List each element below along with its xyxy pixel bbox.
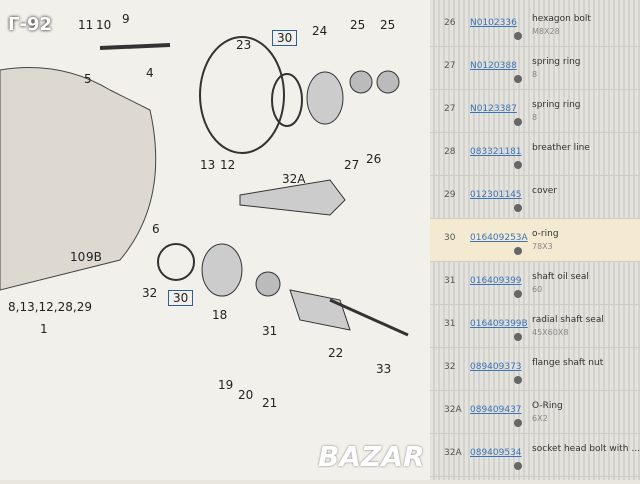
position-number: 30 (444, 233, 456, 243)
part-description: hexagon bolt (532, 14, 591, 24)
callout-label: 30 (272, 30, 298, 46)
table-row: 28 083321181 breather line (430, 133, 640, 176)
position-number: 32 (444, 362, 456, 372)
camera-icon[interactable] (514, 419, 522, 427)
callout-label: 25 (350, 18, 366, 32)
position-number: 31 (444, 319, 456, 329)
position-number: 27 (444, 104, 456, 114)
callout-label: 13 (200, 158, 216, 172)
camera-icon[interactable] (514, 333, 522, 341)
camera-icon[interactable] (514, 75, 522, 83)
camera-icon[interactable] (514, 161, 522, 169)
part-description: socket head bolt with ... (532, 444, 640, 454)
part-number-link[interactable]: 089409437 (470, 405, 522, 415)
callout-label: 32A (282, 172, 306, 186)
part-spec: 45X60X8 (532, 328, 569, 337)
camera-icon[interactable] (514, 290, 522, 298)
part-number-link[interactable]: 012301145 (470, 190, 522, 200)
table-row: 31 016409399 shaft oil seal 60 (430, 262, 640, 305)
callout-label: 11 (78, 18, 94, 32)
part-number-link[interactable]: 089409534 (470, 448, 522, 458)
part-description: radial shaft seal (532, 315, 604, 325)
part-number-link[interactable]: 016409253A (470, 233, 528, 243)
callout-label: 25 (380, 18, 396, 32)
callout-label: 9 (122, 12, 130, 26)
table-row: 32A 089409534 socket head bolt with ... (430, 434, 640, 477)
callout-label: 6 (152, 222, 160, 236)
part-number-link[interactable]: 016409399 (470, 276, 522, 286)
camera-icon[interactable] (514, 204, 522, 212)
position-number: 28 (444, 147, 456, 157)
bazar-logo: BAZAR (318, 440, 425, 473)
callout-label: 9B (86, 250, 102, 264)
callout-label: 24 (312, 24, 328, 38)
callout-label: 26 (366, 152, 382, 166)
callout-label: 12 (220, 158, 236, 172)
callout-label: 33 (376, 362, 392, 376)
part-spec: 78X3 (532, 242, 553, 251)
position-number: 29 (444, 190, 456, 200)
position-number: 31 (444, 276, 456, 286)
part-description: breather line (532, 143, 590, 153)
position-number: 32A (444, 448, 462, 458)
diagram-drawing (0, 36, 409, 337)
part-description: spring ring (532, 57, 581, 67)
part-number-link[interactable]: N0102336 (470, 18, 517, 28)
callout-label: 23 (236, 38, 252, 52)
part-number-link[interactable]: 089409373 (470, 362, 522, 372)
part-spec: M8X28 (532, 27, 560, 36)
part-number-link[interactable]: 083321181 (470, 147, 522, 157)
callout-label: 18 (212, 308, 228, 322)
camera-icon[interactable] (514, 118, 522, 126)
part-description: O-Ring (532, 401, 563, 411)
camera-icon[interactable] (514, 462, 522, 470)
callout-label: 10 (96, 18, 112, 32)
part-description: shaft oil seal (532, 272, 589, 282)
table-row: 29 012301145 cover (430, 176, 640, 219)
callout-label: 4 (146, 66, 154, 80)
part-description: spring ring (532, 100, 581, 110)
part-spec: 60 (532, 285, 543, 294)
camera-icon[interactable] (514, 376, 522, 384)
part-description: o-ring (532, 229, 559, 239)
part-number-link[interactable]: 016409399B (470, 319, 528, 329)
part-number-link[interactable]: N0120388 (470, 61, 517, 71)
callout-label: 22 (328, 346, 344, 360)
camera-icon[interactable] (514, 247, 522, 255)
table-row: 32A 089409437 O-Ring 6X2 (430, 391, 640, 434)
callout-label: 27 (344, 158, 360, 172)
table-row: 27 N0120388 spring ring 8 (430, 47, 640, 90)
table-row: 31 016409399B radial shaft seal 45X60X8 (430, 305, 640, 348)
callout-label: 21 (262, 396, 278, 410)
callout-label: 31 (262, 324, 278, 338)
callout-label: 8,13,12,28,29 (8, 300, 92, 314)
callout-label: 5 (84, 72, 92, 86)
callout-label: 19 (218, 378, 234, 392)
watermark-stamp: Г-92 (8, 14, 52, 35)
callout-label: 30 (168, 290, 194, 306)
part-spec: 8 (532, 113, 538, 122)
table-row: 27 N0123387 spring ring 8 (430, 90, 640, 133)
part-spec: 6X2 (532, 414, 548, 423)
callout-label: 20 (238, 388, 254, 402)
part-spec: 8 (532, 70, 538, 79)
table-row: 30 016409253A o-ring 78X3 (430, 219, 640, 262)
position-number: 26 (444, 18, 456, 28)
part-description: cover (532, 186, 558, 196)
position-number: 27 (444, 61, 456, 71)
part-description: flange shaft nut (532, 358, 604, 368)
table-row: 32 089409373 flange shaft nut (430, 348, 640, 391)
callout-label: 1 (40, 322, 48, 336)
callout-label: 32 (142, 286, 158, 300)
camera-icon[interactable] (514, 32, 522, 40)
part-number-link[interactable]: N0123387 (470, 104, 517, 114)
position-number: 32A (444, 405, 462, 415)
callout-label: 10 (70, 250, 86, 264)
